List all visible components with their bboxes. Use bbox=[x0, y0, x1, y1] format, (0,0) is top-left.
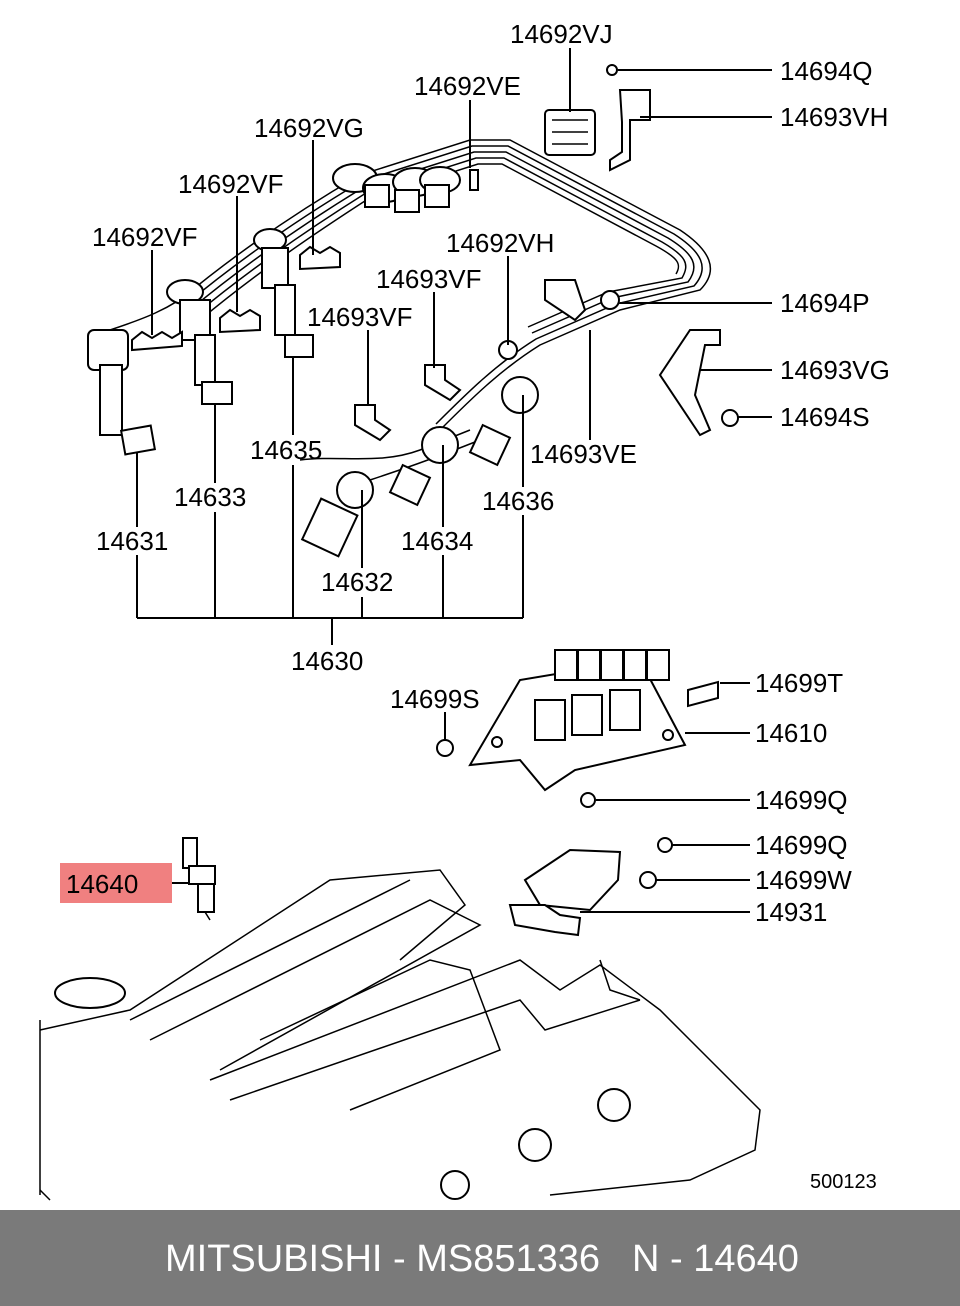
label-14640: 14640 bbox=[66, 869, 138, 899]
label-14693VF-b: 14693VF bbox=[307, 302, 413, 332]
reference-code: N - 14640 bbox=[632, 1238, 799, 1280]
plug-lead-14635 bbox=[253, 228, 314, 358]
label-14699Q-b: 14699Q bbox=[755, 830, 848, 860]
label-14630: 14630 bbox=[291, 646, 363, 676]
label-14693VF-a: 14693VF bbox=[376, 264, 482, 294]
label-14632: 14632 bbox=[321, 567, 393, 597]
label-14633: 14633 bbox=[174, 482, 246, 512]
figure-number: 500123 bbox=[810, 1171, 877, 1193]
label-14636: 14636 bbox=[482, 486, 554, 516]
label-14699Q-a: 14699Q bbox=[755, 785, 848, 815]
plug-lead-14632 bbox=[300, 471, 374, 558]
coil-bolts bbox=[436, 680, 719, 889]
ignition-coil-14610 bbox=[468, 649, 687, 792]
label-14692VG: 14692VG bbox=[254, 113, 364, 143]
label-14699S: 14699S bbox=[390, 684, 480, 714]
wire-boot-group bbox=[332, 163, 461, 213]
spark-plug-14640 bbox=[182, 837, 216, 921]
plug-lead-14631 bbox=[87, 329, 157, 456]
label-14634: 14634 bbox=[401, 526, 473, 556]
label-14692VE: 14692VE bbox=[414, 71, 521, 101]
plug-lead-14633 bbox=[166, 279, 233, 405]
plug-lead-14634 bbox=[388, 426, 459, 507]
highlight-box bbox=[60, 863, 172, 903]
footer-bar: MITSUBISHI - MS851336 N - 14640 bbox=[0, 1210, 960, 1306]
label-14931: 14931 bbox=[755, 897, 827, 927]
label-14692VJ: 14692VJ bbox=[510, 19, 613, 49]
clip-brackets bbox=[131, 64, 739, 442]
label-14694S: 14694S bbox=[780, 402, 870, 432]
parts-diagram: 14692VJ 14694Q 14692VE 14693VH 14692VG 1… bbox=[39, 19, 890, 1201]
part-labels: 14692VJ 14694Q 14692VE 14693VH 14692VG 1… bbox=[66, 19, 890, 1193]
label-14693VE: 14693VE bbox=[530, 439, 637, 469]
brand-part-number: MITSUBISHI - MS851336 bbox=[165, 1238, 601, 1280]
label-14693VH: 14693VH bbox=[780, 102, 888, 132]
label-14694Q: 14694Q bbox=[780, 56, 873, 86]
label-14610: 14610 bbox=[755, 718, 827, 748]
label-14693VG: 14693VG bbox=[780, 355, 890, 385]
ignition-module-14931 bbox=[508, 848, 622, 937]
label-14692VF-a: 14692VF bbox=[178, 169, 284, 199]
label-14631: 14631 bbox=[96, 526, 168, 556]
label-14694P: 14694P bbox=[780, 288, 870, 318]
engine-block bbox=[39, 869, 761, 1201]
label-14692VH: 14692VH bbox=[446, 228, 554, 258]
label-14699T: 14699T bbox=[755, 668, 843, 698]
label-14635: 14635 bbox=[250, 435, 322, 465]
label-14699W: 14699W bbox=[755, 865, 852, 895]
label-14692VF-b: 14692VF bbox=[92, 222, 198, 252]
plug-lead-14636 bbox=[468, 376, 539, 467]
